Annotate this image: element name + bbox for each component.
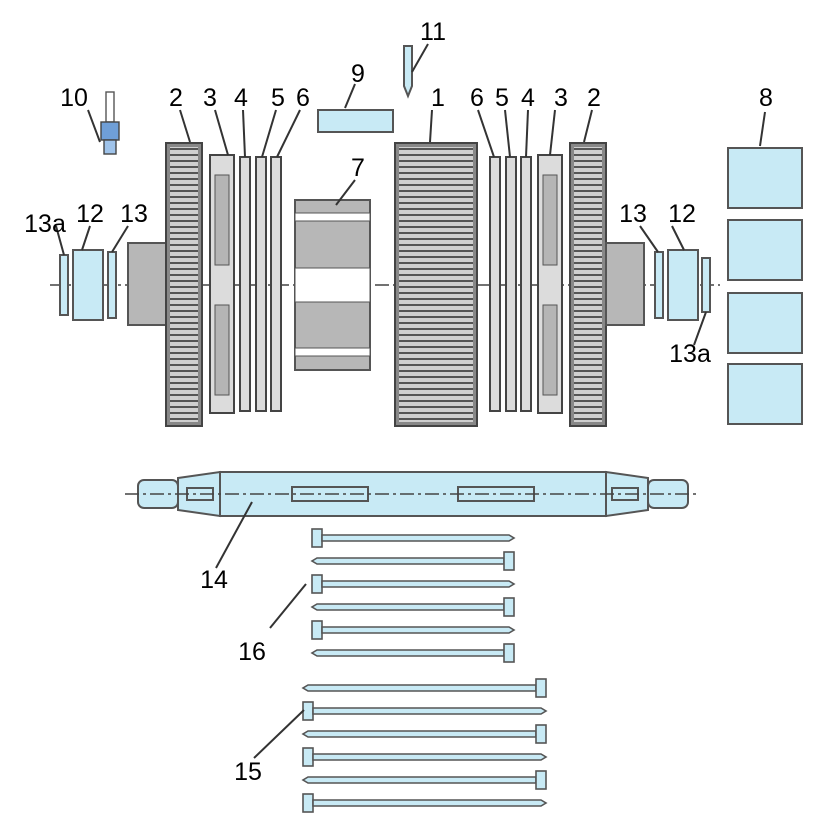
part-11-pin	[403, 45, 413, 99]
bolt	[310, 643, 515, 663]
label-6-left: 6	[296, 84, 310, 112]
label-4-left: 4	[234, 84, 248, 112]
label-13-left: 13	[120, 200, 148, 228]
part-12-right-bearing	[667, 249, 699, 321]
bolt	[301, 724, 547, 744]
part-8-block	[727, 292, 803, 354]
label-1: 1	[431, 84, 445, 112]
part-14-shaft	[125, 470, 700, 518]
part-5-left-disc	[255, 156, 267, 412]
part-8-block	[727, 147, 803, 209]
label-2-right: 2	[587, 84, 601, 112]
bolt	[301, 770, 547, 790]
label-6-right: 6	[470, 84, 484, 112]
label-5-left: 5	[271, 84, 285, 112]
part-2-left-gear	[165, 142, 203, 427]
label-12-left: 12	[76, 200, 104, 228]
part-16-bolt-group	[310, 528, 516, 663]
part-9-key	[317, 109, 394, 133]
label-16: 16	[238, 638, 266, 666]
left-hub	[127, 242, 169, 326]
part-8-block	[727, 219, 803, 281]
label-13a-right: 13a	[669, 340, 711, 368]
label-3-right: 3	[554, 84, 568, 112]
part-4-right-disc	[520, 156, 532, 412]
part-7-drum	[294, 199, 371, 371]
label-2-left: 2	[169, 84, 183, 112]
label-12-right: 12	[668, 200, 696, 228]
label-13a-left: 13a	[24, 210, 66, 238]
bolt	[301, 678, 547, 698]
label-10: 10	[60, 84, 88, 112]
bolt	[302, 793, 548, 813]
bolt	[311, 528, 516, 548]
part-13a-left-washer	[59, 254, 69, 316]
label-11: 11	[420, 18, 446, 46]
label-5-right: 5	[495, 84, 509, 112]
bolt	[311, 574, 516, 594]
label-9: 9	[351, 60, 365, 88]
leader-lines	[55, 43, 766, 759]
part-15-bolt-group	[301, 678, 548, 813]
part-3-right-plate	[537, 154, 563, 414]
part-3-left-plate	[209, 154, 235, 414]
part-12-left-bearing	[72, 249, 104, 321]
bolt	[310, 551, 515, 571]
part-13-left-ring	[107, 251, 117, 319]
label-4-right: 4	[521, 84, 535, 112]
part-6-right-disc	[489, 156, 501, 412]
label-7: 7	[351, 154, 365, 182]
bolt	[311, 620, 516, 640]
part-2-right-gear	[569, 142, 607, 427]
part-4-left-disc	[239, 156, 251, 412]
label-8: 8	[759, 84, 773, 112]
part-6-left-disc	[270, 156, 282, 412]
bolt	[302, 747, 548, 767]
part-8-block	[727, 363, 803, 425]
part-5-right-disc	[505, 156, 517, 412]
label-13-right: 13	[619, 200, 647, 228]
label-14: 14	[200, 566, 228, 594]
label-15: 15	[234, 758, 262, 786]
bolt	[302, 701, 548, 721]
part-1-main-gear	[394, 142, 478, 427]
right-hub	[605, 242, 645, 326]
label-3-left: 3	[203, 84, 217, 112]
part-10-spark-plug	[100, 91, 120, 155]
part-13-right-ring	[654, 251, 664, 319]
bolt	[310, 597, 515, 617]
part-13a-right-washer	[701, 257, 711, 313]
